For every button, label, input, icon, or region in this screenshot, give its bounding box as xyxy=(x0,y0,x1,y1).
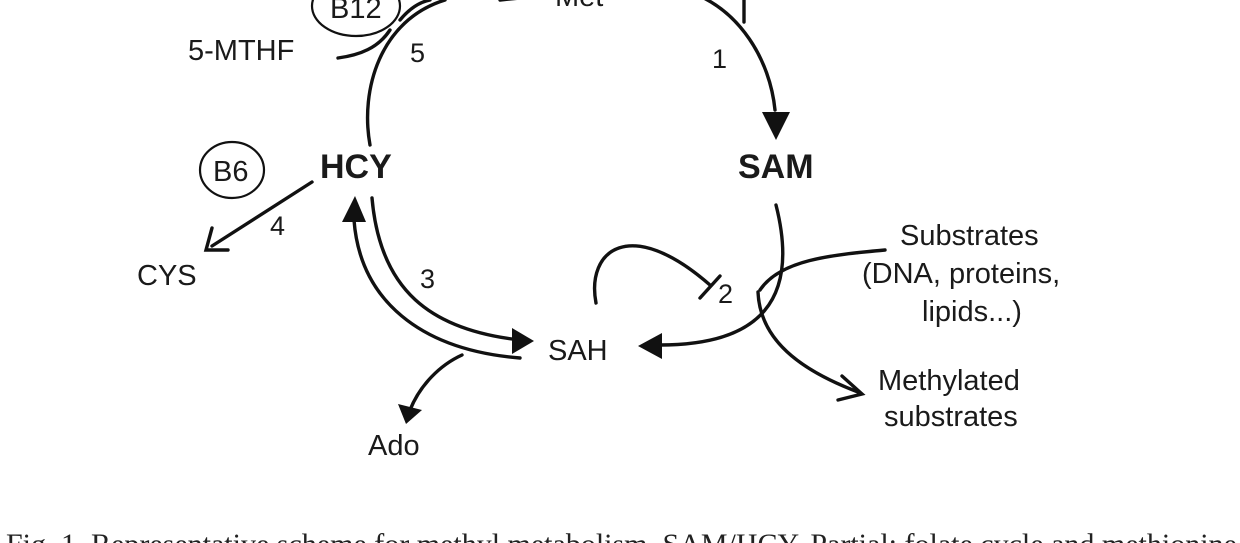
arrowhead-methylated xyxy=(836,374,866,402)
hcy-to-cys-line xyxy=(210,180,314,248)
ado-label: Ado xyxy=(368,430,420,462)
step-5-label: 5 xyxy=(410,38,425,68)
mthf-label: 5-MTHF xyxy=(188,35,294,67)
substrates-line-2: (DNA, proteins, xyxy=(862,258,1060,290)
b6-circle xyxy=(198,140,266,200)
arc-sah-to-hcy xyxy=(352,218,522,360)
step-4-label: 4 xyxy=(270,211,285,241)
cys-label: CYS xyxy=(137,260,197,292)
methylated-out-line xyxy=(756,290,860,394)
figure-caption: Fig. 1. Representative scheme for methyl… xyxy=(0,530,1240,543)
sah-inhibition-curve xyxy=(593,244,712,305)
hcy-label: HCY xyxy=(320,148,392,186)
met-label: Met xyxy=(555,0,603,13)
b6-label: B6 xyxy=(213,156,248,188)
step-1-label: 1 xyxy=(712,44,727,74)
methylated-line-2: substrates xyxy=(884,401,1018,433)
arrowhead-sam xyxy=(762,112,790,140)
arrowhead-ado xyxy=(398,404,422,424)
arrowhead-hcy xyxy=(342,196,366,222)
sah-label: SAH xyxy=(548,335,608,367)
arc-met-to-sam xyxy=(703,0,777,112)
inhibition-bar xyxy=(698,274,722,300)
arc-sam-to-sah xyxy=(658,203,785,347)
arc-hcy-to-sah xyxy=(370,196,522,342)
arrowhead-sah-right xyxy=(638,333,662,359)
step-3-label: 3 xyxy=(420,264,435,294)
substrates-line-3: lipids...) xyxy=(922,296,1022,328)
substrates-line-1: Substrates xyxy=(900,220,1039,252)
mthf-side-line xyxy=(336,28,392,60)
sah-to-ado-line xyxy=(408,353,464,412)
methylated-line-1: Methylated xyxy=(878,365,1020,397)
b12-side-line xyxy=(398,0,432,22)
substrates-in-line xyxy=(758,248,887,292)
arrowhead-sah-left xyxy=(512,328,534,354)
sam-label: SAM xyxy=(738,148,814,186)
b12-circle xyxy=(310,0,402,38)
step-2-label: 2 xyxy=(718,279,733,309)
arc-hcy-to-met xyxy=(365,0,447,147)
b12-label: B12 xyxy=(330,0,382,25)
arrowhead-cys xyxy=(203,226,230,252)
